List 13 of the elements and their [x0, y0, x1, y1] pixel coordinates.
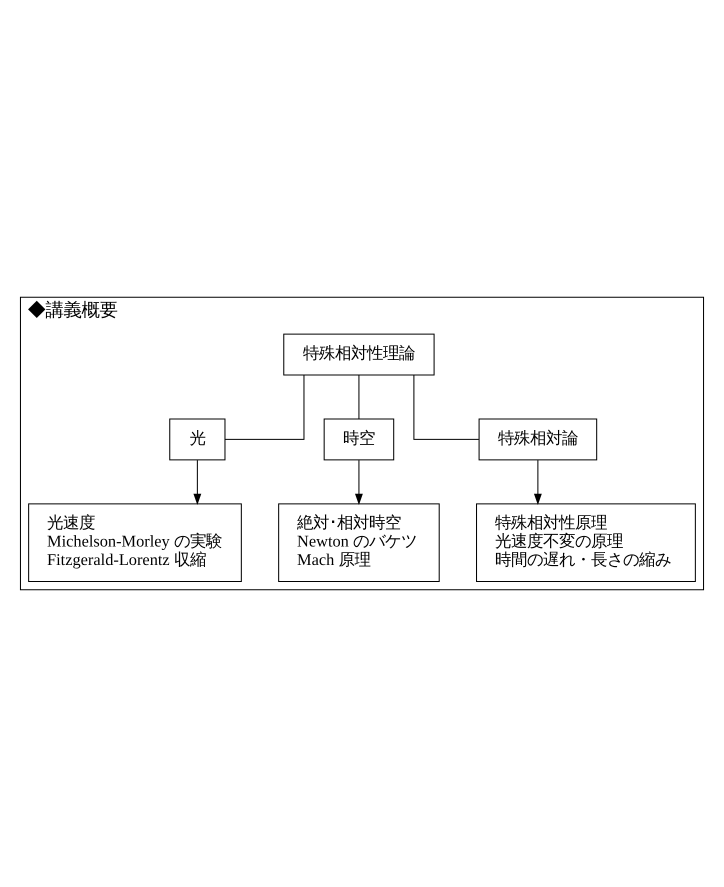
connector	[358, 375, 360, 419]
connector	[413, 375, 479, 440]
node-box: 特殊相対論	[478, 418, 598, 460]
arrow	[193, 460, 202, 505]
connector	[225, 375, 304, 440]
arrow	[354, 460, 363, 505]
node-box: 時空	[324, 418, 394, 460]
node-box: 特殊相対性原理 光速度不変の原理 時間の遅れ・長さの縮み	[476, 503, 696, 582]
node-box: 光速度 Michelson-Morley の実験 Fitzgerald-Lorentz 収縮	[28, 503, 242, 582]
node-box: 光	[169, 418, 226, 460]
arrow	[534, 460, 542, 505]
node-box: 絶対･相対時空 Newton のバケツ Mach 原理	[278, 503, 440, 582]
node-box: 特殊相対性理論	[283, 334, 435, 376]
